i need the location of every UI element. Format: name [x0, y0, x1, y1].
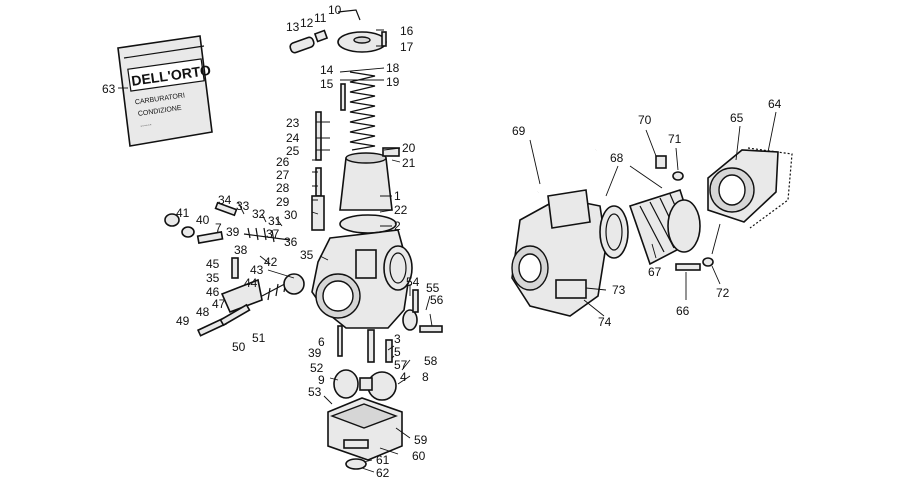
label-24: 24 — [286, 131, 300, 145]
label-57: 57 — [394, 358, 408, 372]
label-23: 23 — [286, 116, 300, 130]
label-58: 58 — [424, 354, 438, 368]
label-35b: 35 — [206, 271, 220, 285]
label-72: 72 — [716, 286, 730, 300]
label-38: 38 — [234, 243, 248, 257]
throttle-slide — [311, 111, 400, 234]
flange-parts — [655, 147, 793, 271]
label-33: 33 — [236, 199, 250, 213]
label-60: 60 — [412, 449, 426, 463]
gasket-kit-bag: DELL'ORTO CARBURATORI CONDIZIONE ...... — [117, 35, 213, 147]
label-36: 36 — [284, 235, 298, 249]
label-40: 40 — [196, 213, 210, 227]
label-13: 13 — [286, 20, 300, 34]
label-47: 47 — [212, 297, 226, 311]
label-28: 28 — [276, 181, 290, 195]
label-20: 20 — [402, 141, 416, 155]
label-44: 44 — [244, 276, 258, 290]
label-66: 66 — [676, 304, 690, 318]
label-35a: 35 — [300, 248, 314, 262]
label-56: 56 — [430, 293, 444, 307]
label-63: 63 — [102, 82, 116, 96]
label-51: 51 — [252, 331, 266, 345]
label-64: 64 — [768, 97, 782, 111]
left-side-parts — [164, 201, 305, 337]
label-30: 30 — [284, 208, 298, 222]
label-1: 1 — [394, 189, 401, 203]
label-54: 54 — [406, 275, 420, 289]
label-37: 37 — [266, 227, 280, 241]
label-15: 15 — [320, 77, 334, 91]
drain-parts — [402, 289, 443, 333]
label-8: 8 — [422, 370, 429, 384]
label-6: 6 — [318, 335, 325, 349]
label-11: 11 — [314, 11, 327, 25]
carburetor-assembled — [511, 148, 607, 317]
label-27: 27 — [276, 168, 290, 182]
label-32: 32 — [252, 207, 266, 221]
label-53: 53 — [308, 385, 322, 399]
label-71: 71 — [668, 132, 682, 146]
carburetor-body — [311, 229, 413, 329]
label-49: 49 — [176, 314, 190, 328]
label-55: 55 — [426, 281, 440, 295]
label-2: 2 — [394, 219, 401, 233]
label-39a: 39 — [226, 225, 240, 239]
label-18: 18 — [386, 61, 400, 75]
label-7: 7 — [215, 221, 222, 235]
label-43: 43 — [250, 263, 264, 277]
label-65: 65 — [730, 111, 744, 125]
leader-lines — [118, 29, 777, 473]
label-68: 68 — [610, 151, 624, 165]
label-39b: 39 — [308, 346, 322, 360]
label-22: 22 — [394, 203, 408, 217]
label-16: 16 — [400, 24, 414, 38]
intake-manifold — [599, 188, 701, 266]
label-4: 4 — [400, 370, 407, 384]
label-34: 34 — [218, 193, 232, 207]
label-31: 31 — [268, 214, 282, 228]
bag-line3: ...... — [140, 120, 153, 129]
label-25: 25 — [286, 144, 300, 158]
label-73: 73 — [612, 283, 626, 297]
label-52: 52 — [310, 361, 324, 375]
label-42: 42 — [264, 255, 278, 269]
label-12: 12 — [300, 16, 314, 30]
slide-spring — [340, 71, 376, 151]
float-bowl-assembly — [327, 325, 403, 470]
label-48: 48 — [196, 305, 210, 319]
label-62: 62 — [376, 466, 390, 480]
label-67: 67 — [648, 265, 662, 279]
label-70: 70 — [638, 113, 652, 127]
label-69: 69 — [512, 124, 526, 138]
label-3: 3 — [394, 332, 401, 346]
label-14: 14 — [320, 63, 334, 77]
label-45: 45 — [206, 257, 220, 271]
callout-labels: 10 11 12 13 16 17 18 19 14 15 63 23 24 2… — [102, 3, 782, 480]
label-74: 74 — [598, 315, 612, 329]
label-5: 5 — [394, 345, 401, 359]
label-29: 29 — [276, 195, 290, 209]
label-50: 50 — [232, 340, 246, 354]
label-9: 9 — [318, 373, 325, 387]
label-61: 61 — [376, 453, 390, 467]
top-cap-assembly — [289, 9, 387, 54]
label-26: 26 — [276, 155, 290, 169]
label-10: 10 — [328, 3, 342, 17]
label-19: 19 — [386, 75, 400, 89]
label-46: 46 — [206, 285, 220, 299]
label-17: 17 — [400, 40, 414, 54]
label-41: 41 — [176, 206, 190, 220]
label-21: 21 — [402, 156, 416, 170]
label-59: 59 — [414, 433, 428, 447]
